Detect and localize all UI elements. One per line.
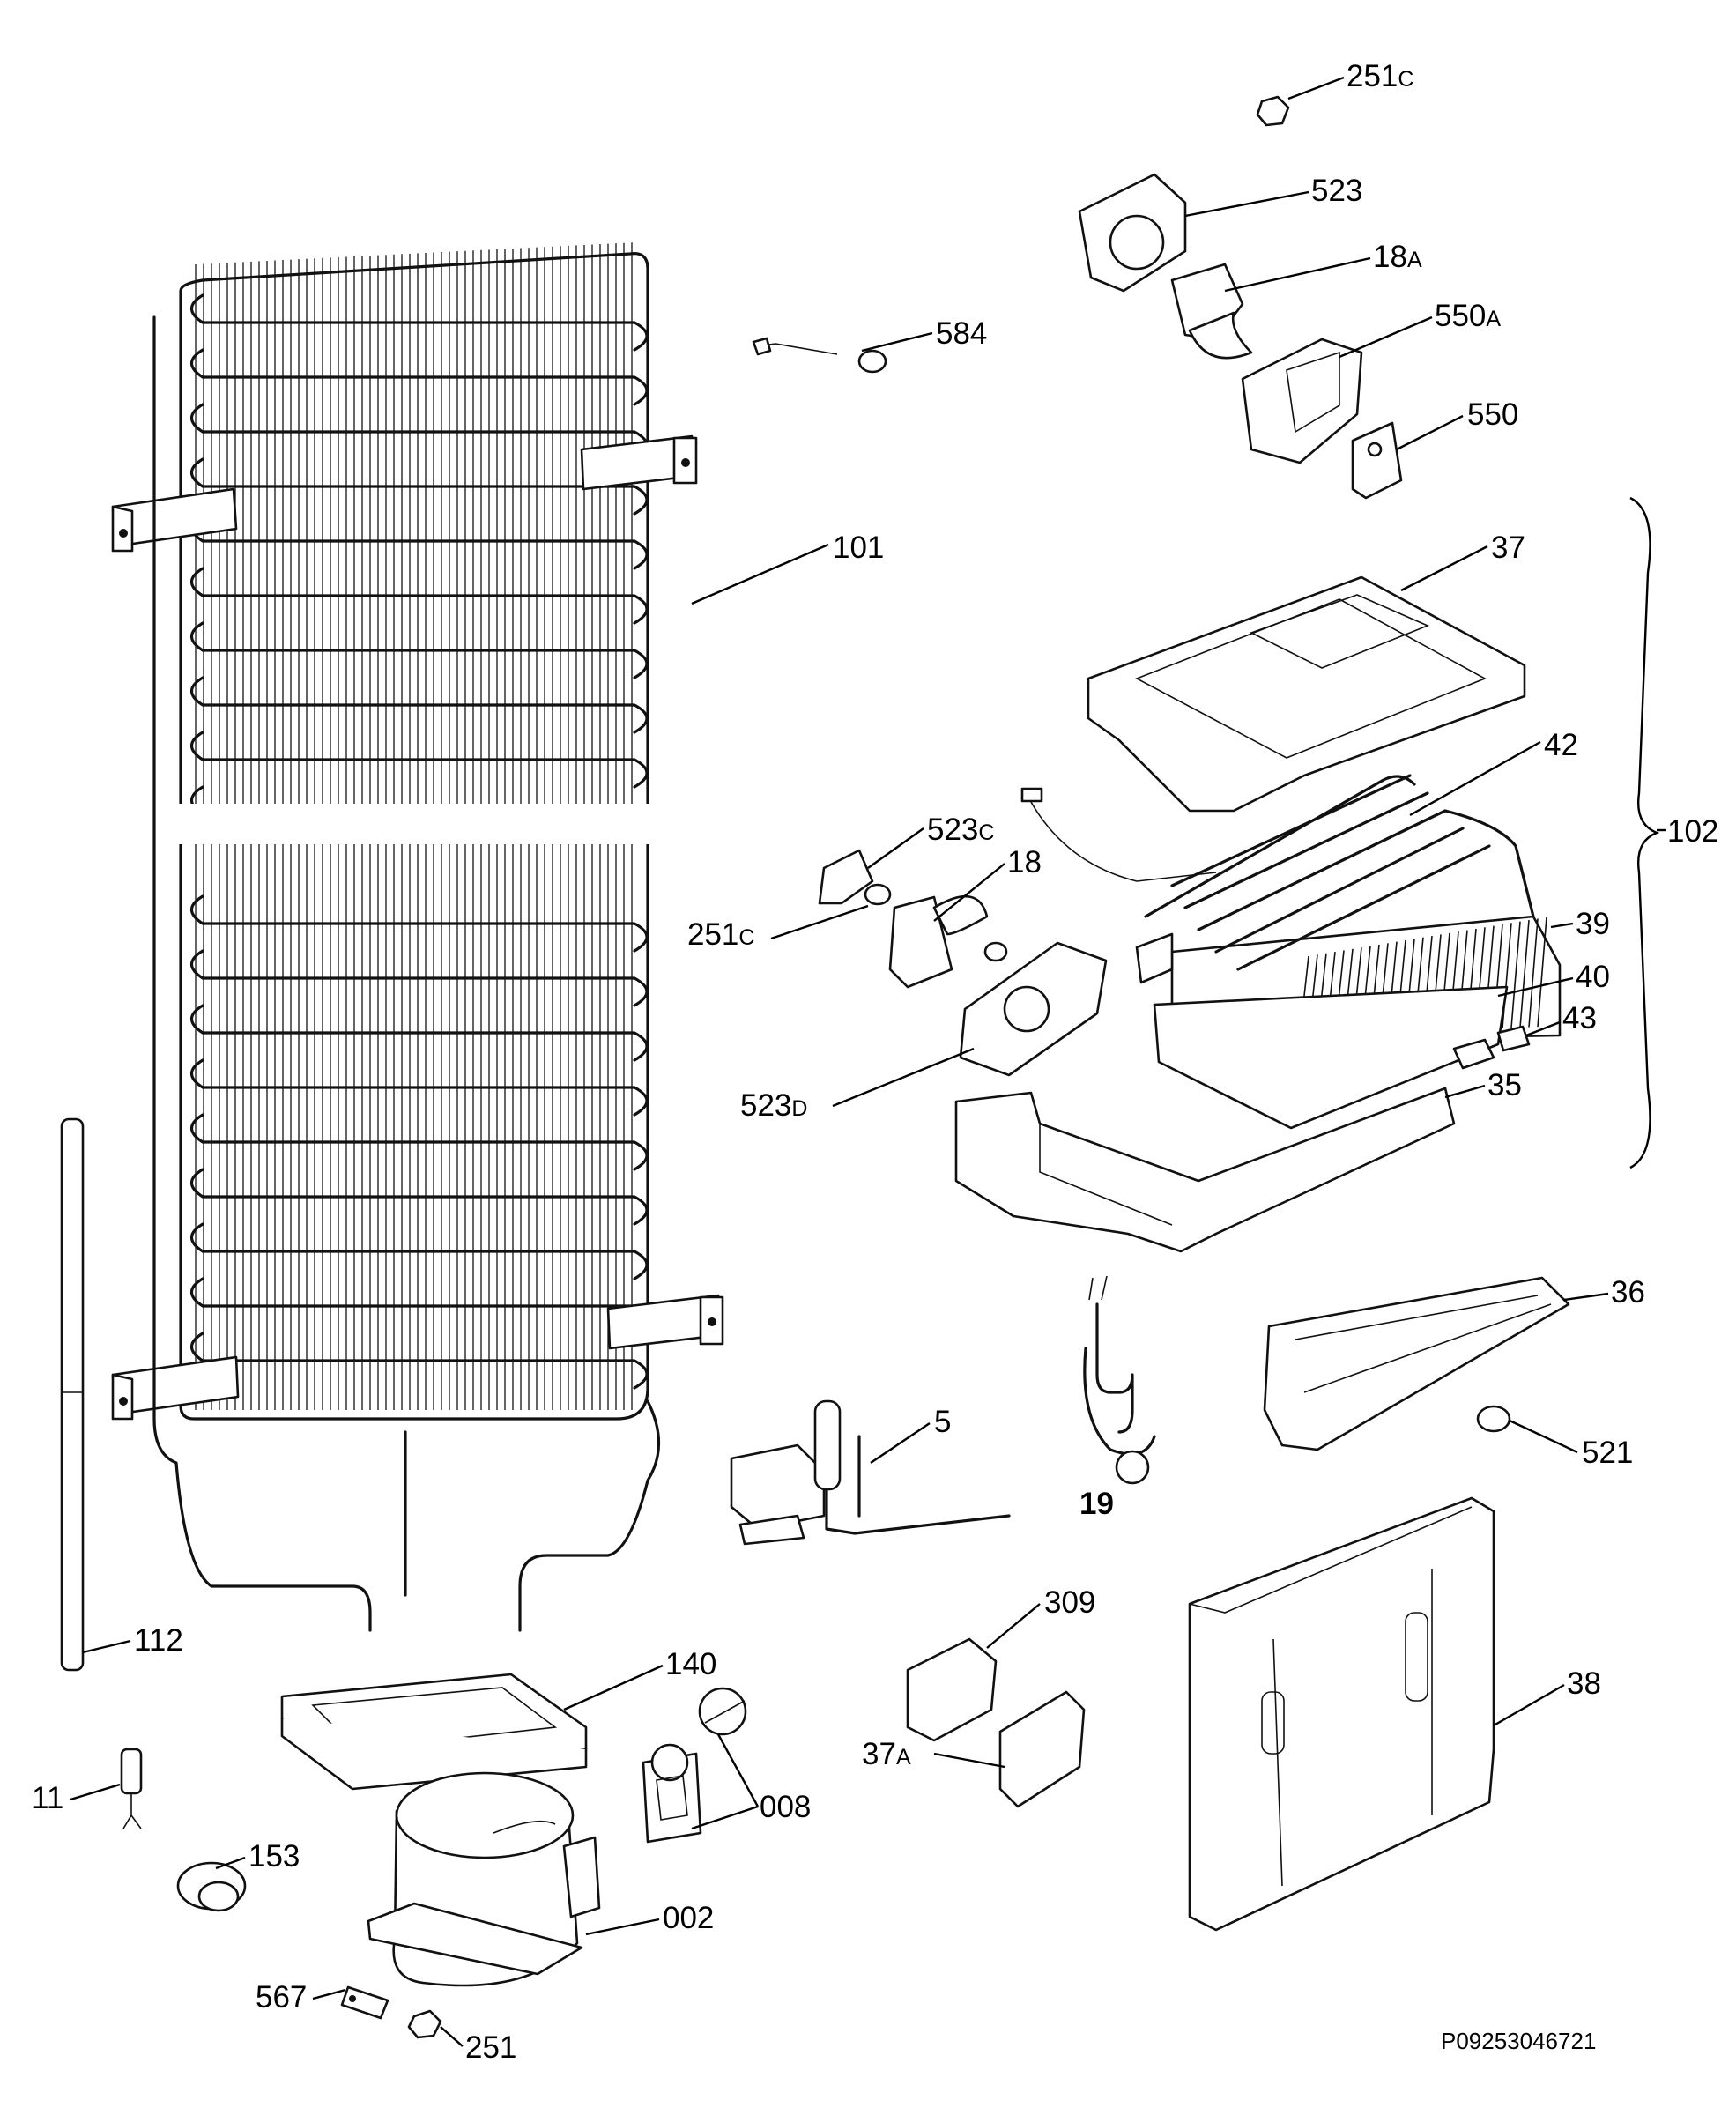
- thermal-fuse: [1452, 1025, 1531, 1070]
- callout-18: 18: [1007, 845, 1042, 879]
- callout-5: 5: [934, 1405, 951, 1439]
- drawing-code: P09253046721: [1441, 2028, 1596, 2054]
- callout-102: 102: [1667, 814, 1718, 849]
- callout-40: 40: [1576, 960, 1610, 994]
- solenoid-valve: [730, 1399, 1011, 1546]
- grommet: [176, 1861, 247, 1912]
- callout-11: 11: [32, 1781, 63, 1815]
- callout-19: 19: [1079, 1487, 1114, 1521]
- callout-584: 584: [936, 316, 987, 351]
- sensor-584: [752, 337, 887, 374]
- compressor: [367, 1771, 601, 1987]
- callout-008: 008: [760, 1790, 811, 1824]
- defrost-heater: [1083, 1275, 1156, 1485]
- callout-101: 101: [833, 531, 884, 565]
- screw-251c-top: [1256, 95, 1290, 127]
- callout-36: 36: [1611, 1275, 1645, 1310]
- leader-lines: [70, 76, 1666, 2047]
- fan-housing-523: [1078, 173, 1187, 293]
- control-module-37a: [998, 1690, 1086, 1808]
- callout-523c: 523C: [927, 813, 994, 847]
- light-housing: [1263, 1276, 1570, 1451]
- compressor-base-plate: [280, 1673, 588, 1791]
- condenser-bracket-bottom-left: [111, 1355, 240, 1421]
- control-board-309: [906, 1637, 998, 1742]
- fan-bracket-plate: [959, 941, 1108, 1077]
- callout-38: 38: [1567, 1666, 1601, 1701]
- callout-140: 140: [665, 1647, 716, 1681]
- starter-relay: [642, 1743, 702, 1844]
- bracket-523c: [818, 849, 874, 905]
- callout-labels: 251C 523 18A 584 550A 550 101 37 42 102 …: [32, 59, 1718, 2065]
- condenser-bracket-bottom-right: [606, 1294, 724, 1350]
- insulation-sheet: [1153, 985, 1509, 1130]
- drain-tube: [60, 1117, 85, 1672]
- cover-plate-550: [1351, 421, 1403, 500]
- callout-18a: 18A: [1373, 240, 1422, 274]
- callout-35: 35: [1487, 1068, 1522, 1102]
- evaporator-cover-plate: [1087, 575, 1526, 813]
- fan-motor-18a: [1170, 263, 1253, 360]
- callout-153: 153: [249, 1839, 300, 1874]
- callout-42: 42: [1544, 728, 1578, 762]
- callout-251c-top: 251C: [1347, 59, 1413, 93]
- condenser-coil: [111, 242, 724, 1632]
- filter-drier: [120, 1748, 143, 1829]
- rear-cover-panel: [1188, 1496, 1495, 1932]
- callout-39: 39: [1576, 907, 1610, 941]
- condenser-bracket-top-right: [580, 434, 698, 491]
- clip-567: [340, 1985, 389, 2020]
- callout-523: 523: [1311, 174, 1362, 208]
- callout-251c-mid: 251C: [687, 917, 754, 952]
- callout-251: 251: [465, 2030, 516, 2065]
- callout-43: 43: [1562, 1001, 1597, 1035]
- callout-523d: 523D: [740, 1088, 807, 1123]
- screw-251c-mid: [864, 883, 892, 906]
- condenser-bracket-top-left: [111, 487, 238, 553]
- thermal-protector: [698, 1687, 747, 1736]
- fan-cover-550a: [1241, 338, 1363, 464]
- o-ring-521: [1476, 1405, 1511, 1433]
- callout-002: 002: [663, 1901, 714, 1935]
- callout-37a: 37A: [862, 1737, 911, 1771]
- group-brace-102: [1629, 496, 1660, 1169]
- nut-251: [407, 2009, 442, 2039]
- callout-309: 309: [1044, 1585, 1095, 1620]
- callout-550a: 550A: [1435, 299, 1501, 333]
- drain-tray: [954, 932, 1456, 1253]
- callout-567: 567: [256, 1980, 307, 2015]
- callout-37: 37: [1491, 531, 1525, 565]
- callout-550: 550: [1467, 397, 1518, 432]
- callout-521: 521: [1582, 1436, 1633, 1470]
- callout-112: 112: [134, 1623, 183, 1658]
